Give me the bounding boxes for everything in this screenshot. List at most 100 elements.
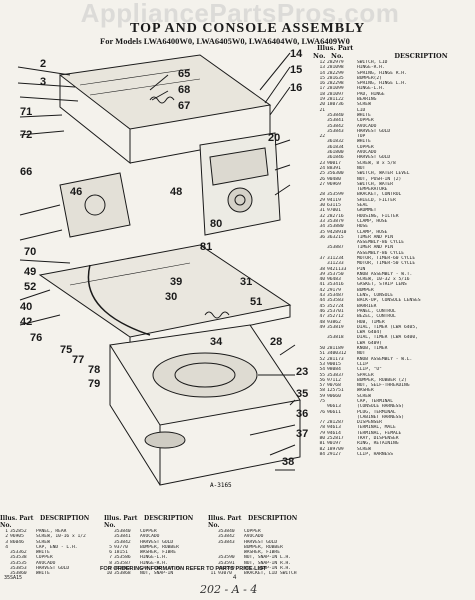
- part-no-cell: 353842: [327, 123, 344, 129]
- models-line: For Models LWA6400W0, LWA6405W0, LWA6404…: [100, 36, 350, 46]
- part-no-cell: 353583: [327, 298, 344, 304]
- part-no-cell: 282298: [327, 81, 344, 87]
- part-no-cell: 93770: [114, 544, 128, 550]
- description-cell: PAD, HINGE: [357, 91, 385, 97]
- part-no-cell: 97001: [327, 208, 341, 214]
- description-cell: GASKET, STRIP LENS: [357, 282, 407, 288]
- part-no-cell: 90197: [327, 441, 341, 447]
- callout-label: 80: [210, 218, 222, 230]
- part-no-cell: 281098: [327, 65, 344, 71]
- description-cell: ASSEMBLY-86 CYCLE: [357, 240, 405, 246]
- part-no-cell: 353590: [218, 555, 235, 561]
- description-cell: TERMINAL, MALE: [357, 425, 396, 431]
- callout-label: 3: [40, 76, 46, 88]
- description-cell: SEAL: [357, 203, 369, 209]
- description-cell: HINGE-L.H.: [140, 555, 168, 561]
- description-cell: HARVEST GOLD: [357, 155, 391, 161]
- description-cell: SCREW: [36, 539, 50, 545]
- description-cell: WHITE: [36, 550, 50, 556]
- illus-no-cell: 25: [319, 171, 325, 177]
- description-cell: SWITCH, WATER: [357, 181, 393, 187]
- description-cell: SCREW: [357, 446, 371, 452]
- description-cell: TEMPERATURE: [357, 187, 388, 193]
- illus-no-cell: 3: [5, 539, 8, 545]
- description-cell: NUT, SNAP-IN: [140, 571, 174, 577]
- part-no-cell: 18151: [114, 550, 128, 556]
- part-no-cell: 353840: [327, 112, 344, 118]
- part-no-cell: 93862: [327, 319, 341, 325]
- callout-label: 51: [250, 296, 262, 308]
- part-no-cell: 63115: [327, 203, 341, 209]
- part-no-cell: 353842: [114, 539, 131, 545]
- description-cell: NUT: [357, 351, 366, 357]
- callout-label: 52: [24, 281, 36, 293]
- callout-label: 78: [88, 364, 100, 376]
- part-no-cell: 281122: [327, 97, 344, 103]
- illus-no-cell: 7: [109, 555, 112, 561]
- description-cell: NUT, SNAP-IN R.H.: [244, 566, 292, 572]
- part-no-cell: 352852: [10, 529, 27, 534]
- part-no-cell: 180736: [327, 102, 344, 108]
- description-cell: CLAMP, HOSE: [357, 218, 388, 224]
- illus-no-cell: 22: [319, 134, 325, 140]
- part-no-cell: 96483: [327, 277, 341, 283]
- part-no-cell: 361832: [327, 139, 344, 145]
- illus-no-cell: 18: [319, 91, 325, 97]
- callout-label: 66: [20, 166, 32, 178]
- illus-no-cell: 28: [319, 192, 325, 198]
- description-cell: TRAY, DISPENSER: [357, 436, 399, 442]
- callout-label: 81: [200, 241, 212, 253]
- part-no-cell: 281099: [327, 86, 344, 92]
- parts-row: LWA 6404): [313, 330, 473, 335]
- illus-no-cell: 17: [319, 86, 325, 92]
- illus-no-cell: 36: [319, 234, 325, 240]
- part-no-cell: 252817: [327, 436, 344, 442]
- description-cell: TIMER AND PIN: [357, 234, 393, 240]
- description-cell: SPACER: [357, 372, 374, 378]
- illus-no-cell: 39: [319, 271, 325, 277]
- part-no-cell: 353535: [10, 560, 27, 566]
- part-no-cell: 98084: [327, 367, 341, 373]
- callout-label: 37: [296, 428, 308, 440]
- parts-row: (CABINET HARNESS): [313, 415, 473, 420]
- illus-no-cell: 6: [109, 550, 112, 556]
- illus-no-cell: 44: [319, 298, 325, 304]
- part-no-cell: 311234: [327, 255, 344, 261]
- illus-no-cell: 4: [5, 544, 8, 550]
- exploded-diagram: 2 65 68 67 3 71 72 14 15 16 66 20 48 46 …: [17, 48, 308, 489]
- illus-no-cell: 41: [319, 282, 325, 288]
- description-cell: HOSE: [357, 224, 369, 230]
- illus-no-cell: 52: [319, 356, 325, 362]
- illus-no-cell: 59: [319, 393, 325, 399]
- description-cell: BRACKET, LID SWITCH: [244, 571, 297, 577]
- description-cell: BUMPER, RUBBER: [244, 544, 283, 550]
- description-cell: BARRIER: [357, 303, 377, 309]
- part-no-cell: 90480: [327, 176, 341, 182]
- callout-label: 28: [270, 336, 282, 348]
- watermark: AppliancePartsPros.com: [80, 0, 400, 28]
- illus-no-cell: 75: [319, 399, 325, 404]
